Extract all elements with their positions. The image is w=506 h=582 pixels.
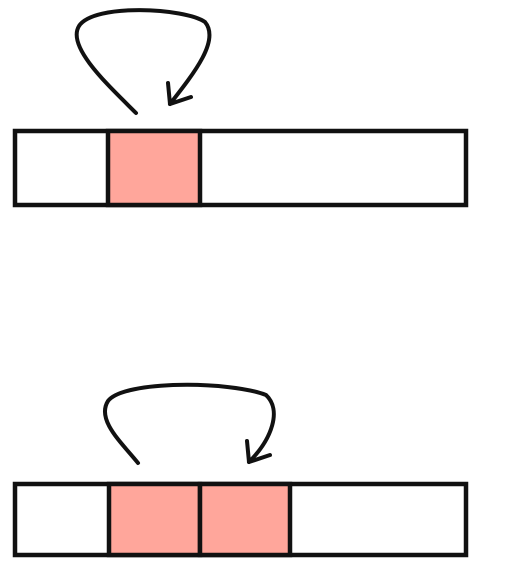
top-array-outline	[12, 128, 469, 208]
bottom-loop-arrow	[102, 382, 276, 465]
top-cell-highlighted	[105, 128, 203, 208]
top-array-diagram	[12, 8, 469, 208]
bottom-cell-highlighted-2	[197, 481, 293, 558]
bottom-cell-highlighted-1	[106, 481, 203, 558]
bottom-arrowhead	[245, 439, 272, 464]
top-arrowhead	[166, 81, 193, 106]
top-self-loop-arrow	[74, 8, 212, 115]
bottom-array-diagram	[12, 382, 469, 558]
